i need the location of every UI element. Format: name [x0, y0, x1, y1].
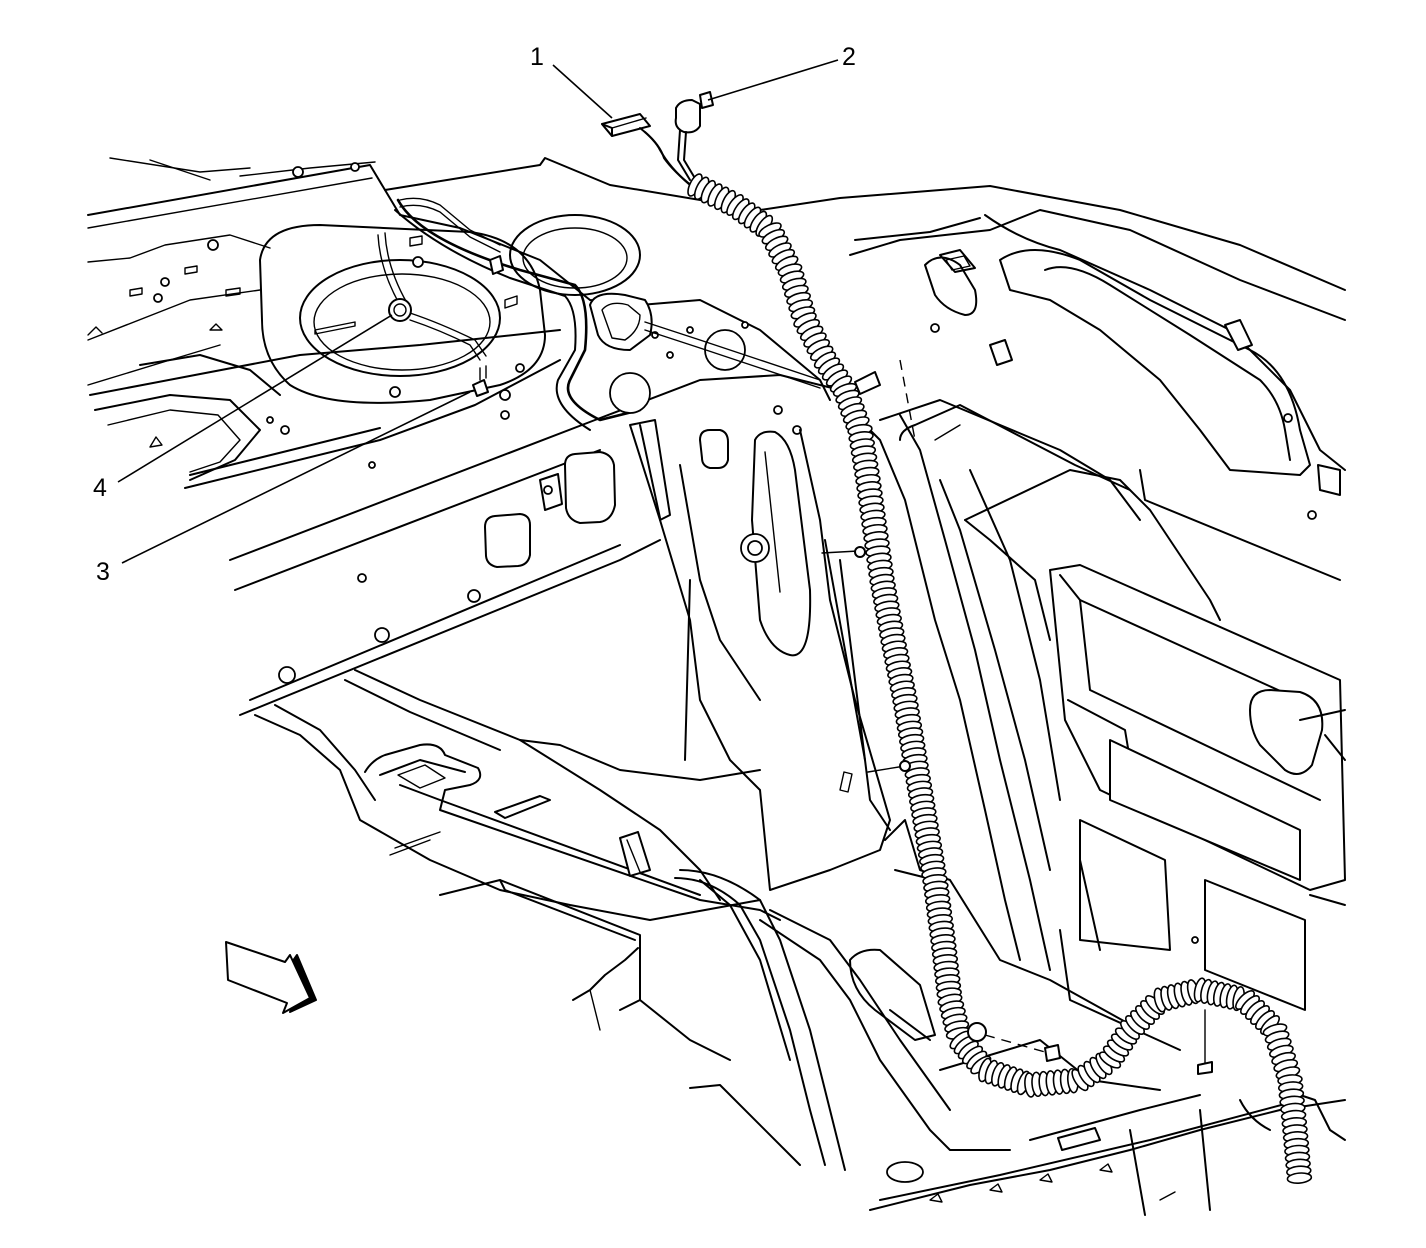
callout-1: 1	[530, 43, 544, 71]
callout-2: 2	[842, 43, 856, 71]
floor-pan	[254, 669, 1346, 1216]
rear-compartment-pan	[87, 157, 1346, 489]
right-side-structure	[821, 209, 1346, 1051]
harness-ring	[1286, 1172, 1313, 1184]
callout-4: 4	[93, 474, 107, 502]
center-crossmember	[229, 189, 891, 891]
harness-grommet	[388, 298, 412, 322]
harness-convolute-sleeve	[687, 173, 1313, 1184]
front-direction-arrow-icon	[225, 941, 317, 1014]
harness-clip	[472, 379, 489, 397]
harness-sensor	[674, 99, 701, 134]
callout-labels: 1 2 3 4	[93, 43, 856, 586]
callout-3: 3	[96, 558, 110, 586]
wiring-harness	[377, 91, 1313, 1184]
callout-leaders	[117, 59, 839, 564]
